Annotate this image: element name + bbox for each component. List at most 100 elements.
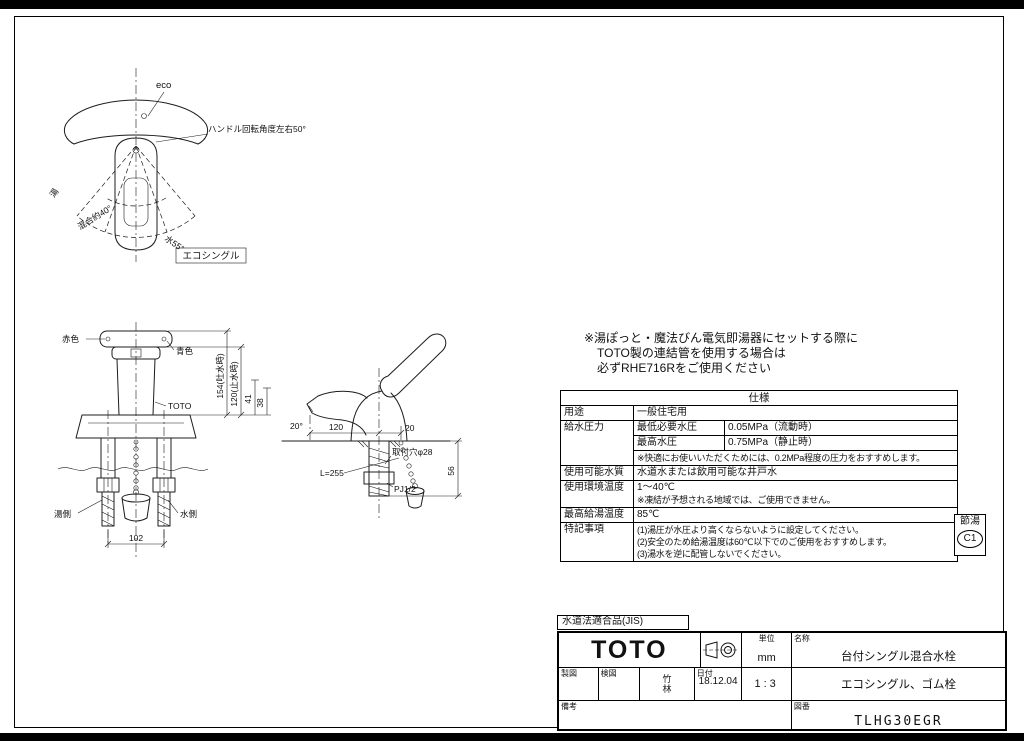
spec-quality-value: 水道水または飲用可能な井戸水	[633, 465, 958, 481]
dim-20deg-label: 20°	[290, 421, 303, 431]
spec-pressure-max-label: 最高水圧	[633, 435, 725, 451]
water-side-label: 水側	[180, 509, 197, 519]
hot-side-label: 湯側	[54, 509, 71, 519]
faucet-technical-drawing: eco ハンドル回転角度左右50° 湯 混合約40° 水55° エコシングル	[47, 68, 462, 558]
remarks-cell: 備考	[559, 701, 792, 729]
scale-value: 1:3	[754, 678, 779, 690]
front-view-chain-plug	[121, 439, 151, 522]
toto-logo-cell: TOTO	[559, 633, 701, 668]
spec-maxtemp-value: 85℃	[633, 507, 958, 523]
date-label: 日付	[696, 669, 713, 678]
drafter-label: 製図	[561, 669, 577, 678]
spec-notes-label: 特記事項	[560, 522, 634, 562]
unit-cell: 単位 mm	[742, 633, 792, 668]
mount-hole-label: 取付穴φ28	[392, 447, 433, 457]
thread-label: PJ1/2	[394, 484, 416, 494]
dim-56-label: 56	[446, 466, 456, 476]
spec-note-3: (3)湯水を逆に配管しないでください。	[637, 549, 787, 559]
name-label: 名称	[793, 634, 810, 643]
title-block-row2: 製図 検図 竹林 日付 18.12.04 1:3 エコシングル、ゴム栓	[559, 668, 1005, 701]
drawing-number-cell: 図番 TLHG30EGR	[792, 701, 1005, 729]
projection-symbol-icon	[703, 641, 740, 659]
spec-env-note: ※凍結が予想される地域では、ご使用できません。	[637, 495, 836, 505]
badge-class: C1	[957, 530, 983, 548]
drawing-number-value: TLHG30EGR	[854, 713, 943, 729]
dim-102: 102	[104, 530, 168, 548]
brand-mark-label: TOTO	[168, 401, 192, 411]
scale-cell: 1:3	[742, 668, 792, 701]
unit-label: 単位	[758, 634, 775, 643]
unit-value: mm	[757, 652, 776, 664]
badge-label: 節湯	[960, 516, 980, 527]
eco-button-label: eco	[156, 80, 171, 91]
dim-56: 56	[389, 437, 462, 500]
name-cell: 名称 台付シングル混合水栓	[791, 633, 1006, 668]
eco-single-callout: エコシングル	[175, 247, 247, 264]
dim-41-label: 41	[243, 394, 253, 404]
connector-note: ※湯ぽっと・魔法びん電気即湯器にセットする際に TOTO製の連結管を使用する場合…	[584, 331, 858, 376]
spec-title: 仕様	[560, 390, 958, 406]
sheet-border	[14, 16, 1004, 728]
top-view-drawing: eco ハンドル回転角度左右50° 湯 混合約40° 水55° エコシングル	[47, 68, 306, 264]
dim-120h-label: 120	[329, 422, 343, 432]
remarks-label: 備考	[561, 702, 577, 711]
eco-single-label: エコシングル	[182, 250, 240, 262]
spec-pressure-min-label: 最低必要水圧	[633, 420, 725, 436]
title-block-row3: 備考 図番 TLHG30EGR	[559, 701, 1005, 729]
scan-edge-top	[0, 0, 1024, 9]
front-view-legs	[96, 410, 176, 543]
water-saving-badge: 節湯 C1	[954, 514, 986, 556]
blue-indicator-label: 青色	[176, 346, 194, 356]
spec-table: 仕様 用途 一般住宅用 給水圧力 最低必要水圧 0.05MPa（流動時） 最高水…	[560, 390, 958, 562]
connector-note-line1: ※湯ぽっと・魔法びん電気即湯器にセットする際に	[584, 331, 859, 345]
spec-pressure-note: ※快適にお使いいただくためには、0.2MPa程度の圧力をおすすめします。	[633, 450, 958, 466]
date-value: 18.12.04	[698, 676, 738, 687]
connector-note-line2: TOTO製の連結管を使用する場合は	[597, 346, 786, 360]
dim-38-label: 38	[255, 398, 265, 408]
spec-env-label: 使用環境温度	[560, 480, 634, 508]
scan-edge-bottom	[0, 733, 1024, 741]
title-block-row1: TOTO 単位 mm 名称 台付シングル混合水栓	[559, 633, 1006, 668]
spec-usage-label: 用途	[560, 405, 634, 421]
side-view-drawing: 120 20 56 取付穴φ28 PJ1/2 L=255	[281, 333, 462, 520]
spec-pressure-max-value: 0.75MPa（静止時）	[724, 435, 958, 451]
projection-symbol-cell	[700, 633, 743, 668]
handle-rotation-note: ハンドル回転角度左右50°	[208, 124, 306, 134]
checker-signature: 竹林	[662, 674, 672, 694]
name-value: 台付シングル混合水栓	[840, 651, 956, 663]
spec-quality-label: 使用可能水質	[560, 465, 634, 481]
jis-compliance-label: 水道法適合品(JIS)	[557, 615, 689, 630]
spec-note-2: (2)安全のため給湯温度は60℃以下でのご使用をおすすめします。	[637, 537, 892, 547]
drafter-cell: 製図	[559, 668, 599, 701]
drawing-number-label: 図番	[793, 702, 810, 711]
dim-102-label: 102	[129, 533, 143, 543]
date-cell: 日付 18.12.04	[694, 668, 743, 701]
dim-20h-label: 20	[405, 423, 415, 433]
dim-reach: 120 20	[306, 422, 415, 440]
side-view-chain-plug	[398, 440, 425, 509]
checker-cell: 検図	[598, 668, 641, 701]
toto-logo: TOTO	[591, 635, 668, 664]
title-block: TOTO 単位 mm 名称 台付シングル混合水栓	[557, 631, 1007, 731]
spec-notes-cell: (1)湯圧が水圧より高くならないように設定してください。 (2)安全のため給湯温…	[633, 522, 958, 562]
chain-length-label: L=255	[320, 468, 344, 478]
dim-120v-label: 120(止水時)	[229, 361, 239, 407]
connector-note-line3: 必ずRHE716Rをご使用ください	[597, 361, 772, 375]
side-view-shank	[357, 440, 401, 497]
spec-env-value: 1～40℃	[637, 482, 675, 493]
checker-signature-cell: 竹林	[640, 668, 695, 701]
red-indicator-label: 赤色	[62, 334, 80, 344]
dim-heights: 154(吐水時) 120(止水時) 41 38 20°	[158, 327, 303, 431]
front-view-drawing: 102 154(吐水時) 120(止水時) 41 38 20°	[54, 322, 303, 558]
spec-maxtemp-label: 最高給湯温度	[560, 507, 634, 523]
name2-cell: エコシングル、ゴム栓	[791, 668, 1005, 701]
spec-env-cell: 1～40℃ ※凍結が予想される地域では、ご使用できません。	[633, 480, 958, 508]
dim-154-label: 154(吐水時)	[215, 353, 225, 399]
spec-pressure-min-value: 0.05MPa（流動時）	[724, 420, 958, 436]
spec-pressure-label: 給水圧力	[560, 420, 634, 466]
name2-value: エコシングル、ゴム栓	[840, 679, 956, 691]
spec-usage-value: 一般住宅用	[633, 405, 958, 421]
spec-note-1: (1)湯圧が水圧より高くならないように設定してください。	[637, 525, 864, 535]
checker-label: 検図	[600, 669, 617, 678]
